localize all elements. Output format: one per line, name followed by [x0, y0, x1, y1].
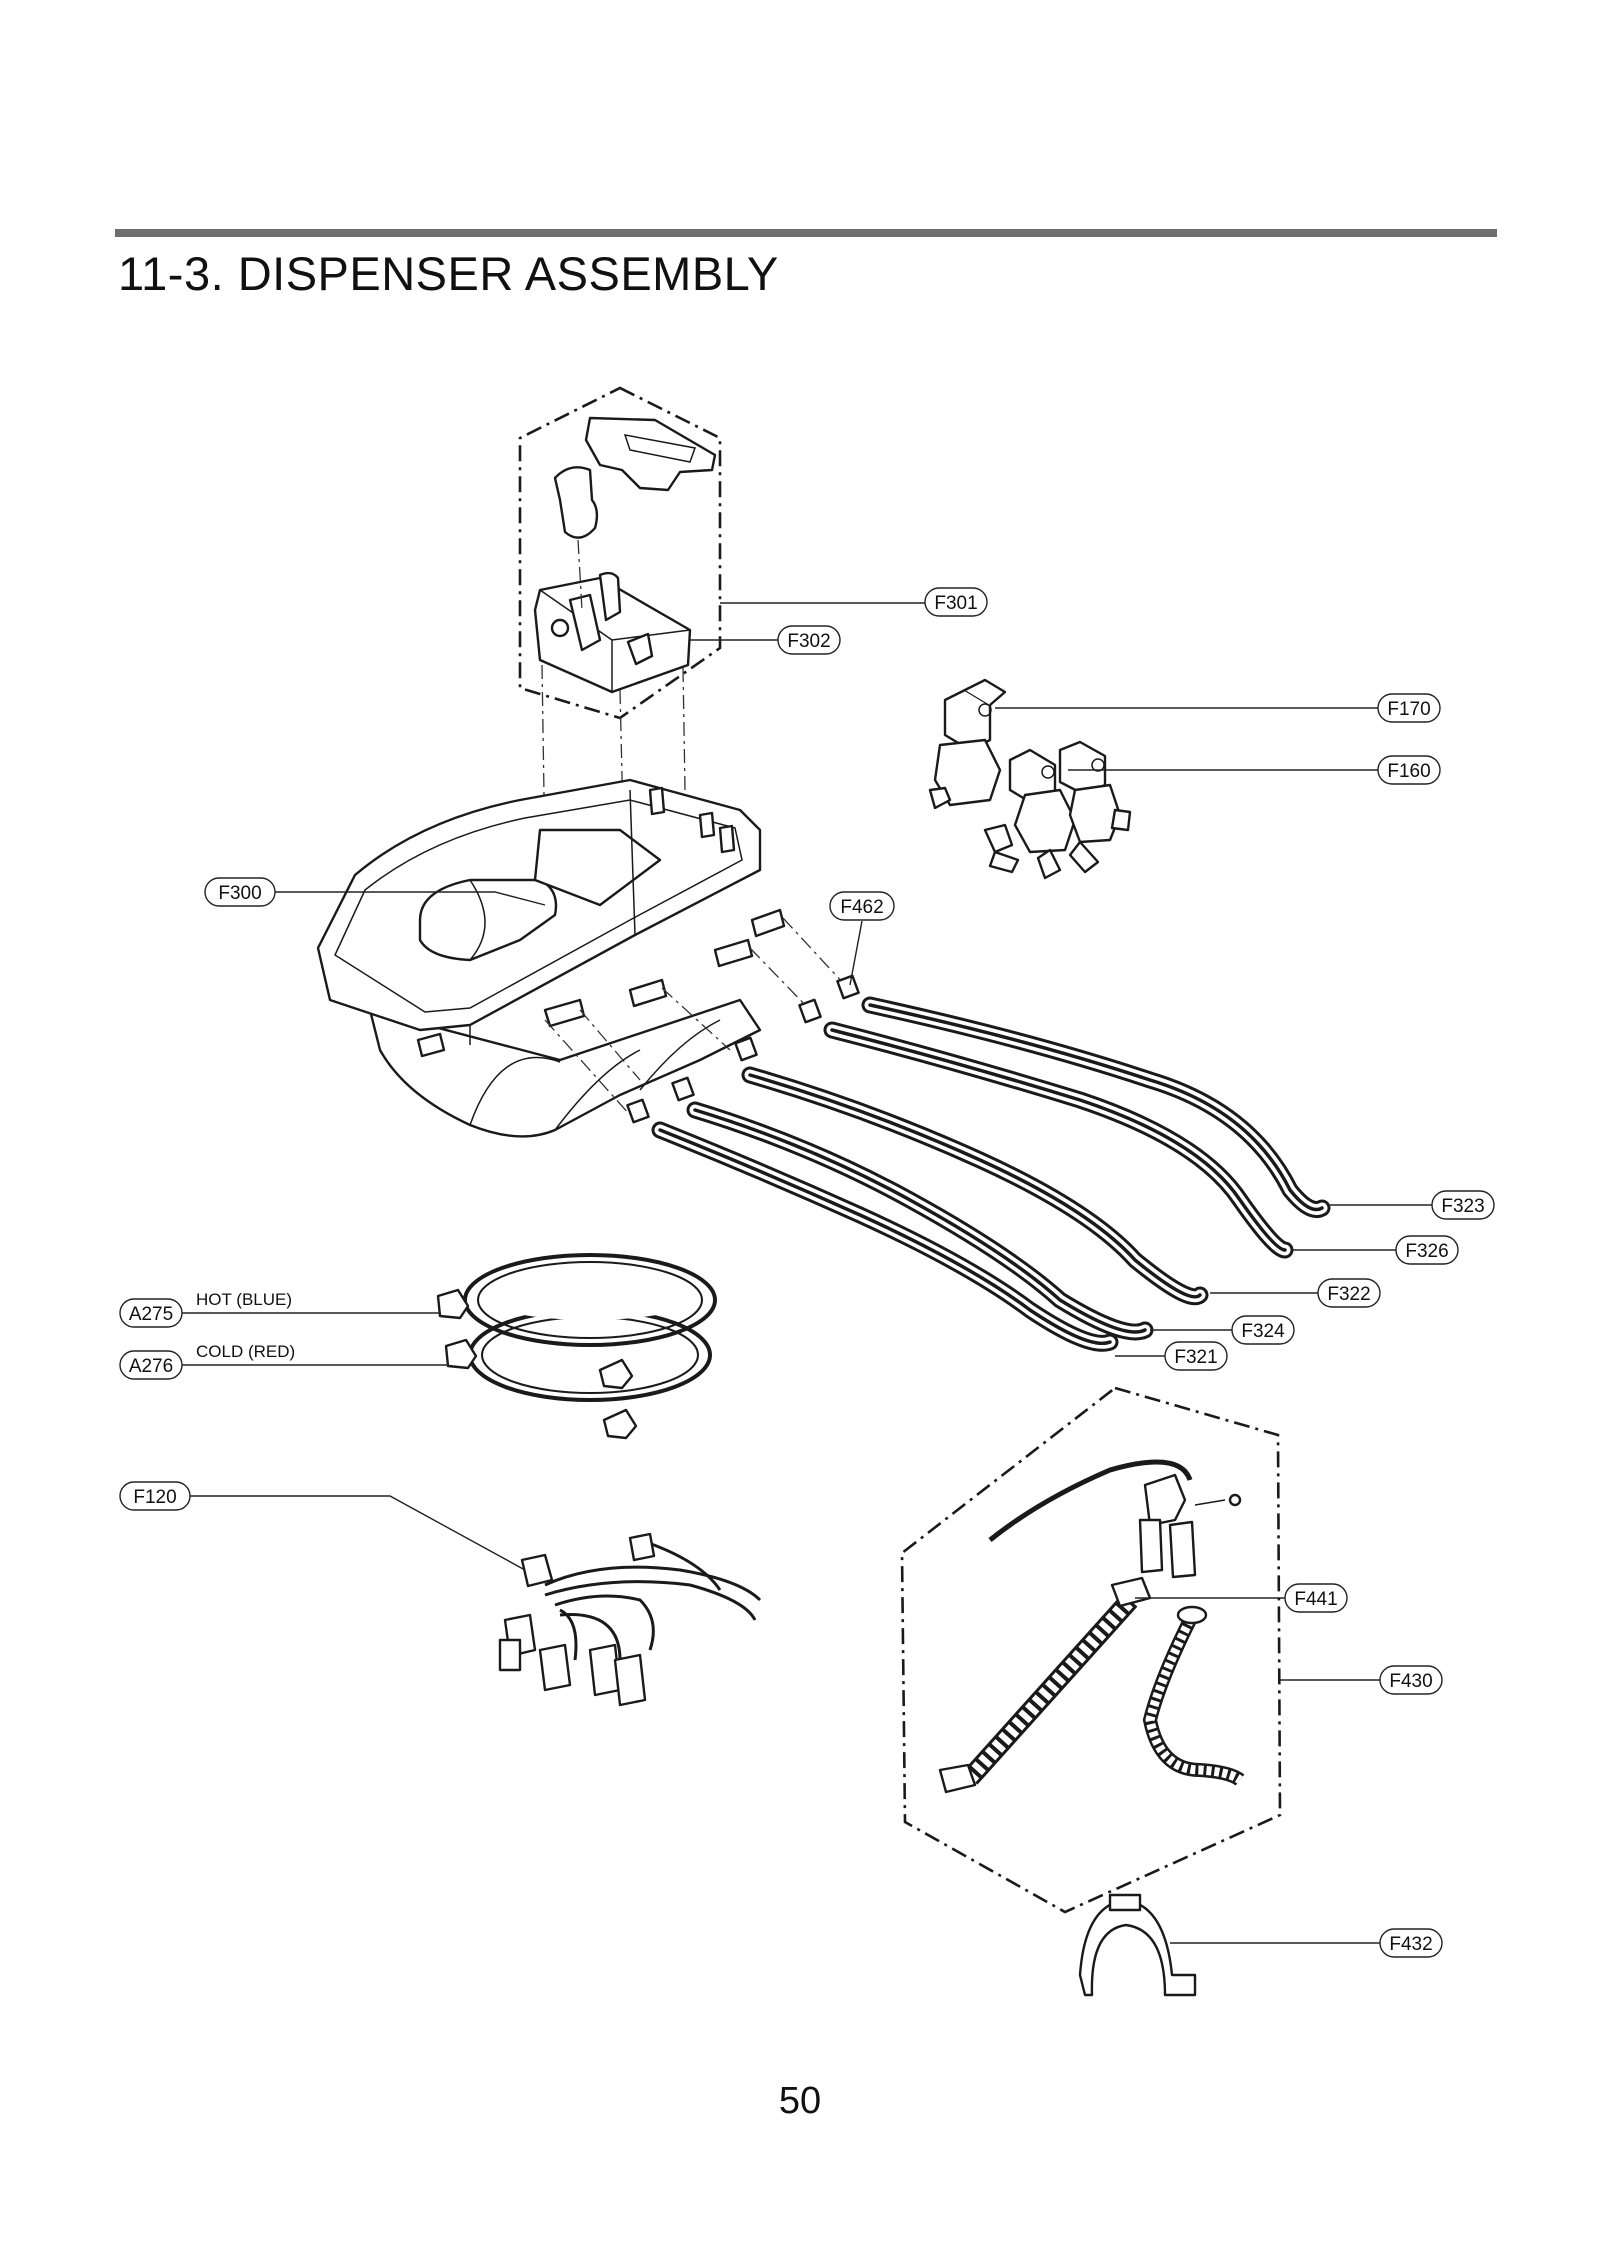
svg-text:A275: A275 [129, 1304, 173, 1325]
callout-F323: F323 [1431, 1190, 1495, 1220]
svg-text:F323: F323 [1441, 1196, 1484, 1217]
dispenser-cap-group [518, 386, 722, 720]
svg-text:F322: F322 [1327, 1284, 1370, 1305]
svg-text:F120: F120 [133, 1487, 176, 1508]
page-title: 11-3. DISPENSER ASSEMBLY [118, 247, 779, 300]
svg-text:F432: F432 [1389, 1934, 1432, 1955]
svg-text:F441: F441 [1294, 1589, 1337, 1610]
hose-clamps [626, 974, 860, 1124]
inlet-hoses [436, 1253, 717, 1440]
page-number: 50 [778, 2080, 822, 2122]
wire-harness [498, 1532, 762, 1707]
callout-F432: F432 [1379, 1928, 1443, 1958]
svg-text:F170: F170 [1387, 699, 1430, 720]
nozzle-guides [544, 917, 846, 1116]
callout-F170: F170 [1377, 693, 1441, 723]
callout-F300: F300 [204, 877, 276, 907]
drain-hose-group [900, 1386, 1282, 1914]
note-cold-red: COLD (RED) [196, 1342, 295, 1361]
water-valve-assembly [928, 678, 1132, 880]
svg-text:F302: F302 [787, 631, 830, 652]
callout-F324: F324 [1231, 1315, 1295, 1345]
callout-A275: A275 [119, 1298, 183, 1328]
svg-text:F321: F321 [1174, 1347, 1217, 1368]
header-rule [115, 229, 1497, 237]
svg-text:F160: F160 [1387, 761, 1430, 782]
callout-F120: F120 [119, 1481, 191, 1511]
siphon-cap [553, 466, 599, 539]
dispenser-lower-tub [368, 998, 762, 1138]
svg-text:F301: F301 [934, 593, 977, 614]
callout-F430: F430 [1379, 1665, 1443, 1695]
drain-group-boundary [900, 1386, 1282, 1914]
callout-F321: F321 [1164, 1341, 1228, 1371]
callout-F160: F160 [1377, 755, 1441, 785]
callout-F441: F441 [1284, 1583, 1348, 1613]
hose-hanger [1078, 1893, 1197, 1997]
svg-text:F430: F430 [1389, 1671, 1432, 1692]
svg-text:F462: F462 [840, 897, 883, 918]
dispenser-hoses [651, 996, 1331, 1352]
svg-text:A276: A276 [129, 1356, 173, 1377]
leader-lines [160, 602, 1432, 1944]
dispenser-housing [316, 778, 786, 1138]
callout-A276: A276 [119, 1350, 183, 1380]
callout-F301: F301 [924, 587, 988, 617]
svg-text:F300: F300 [218, 883, 261, 904]
cap-group-boundary [518, 386, 722, 720]
callout-F326: F326 [1395, 1235, 1459, 1265]
svg-text:F324: F324 [1241, 1321, 1285, 1342]
svg-text:F326: F326 [1405, 1241, 1448, 1262]
callout-F302: F302 [777, 625, 841, 655]
callout-F462: F462 [829, 891, 895, 921]
note-hot-blue: HOT (BLUE) [196, 1290, 292, 1309]
callout-F322: F322 [1317, 1278, 1381, 1308]
